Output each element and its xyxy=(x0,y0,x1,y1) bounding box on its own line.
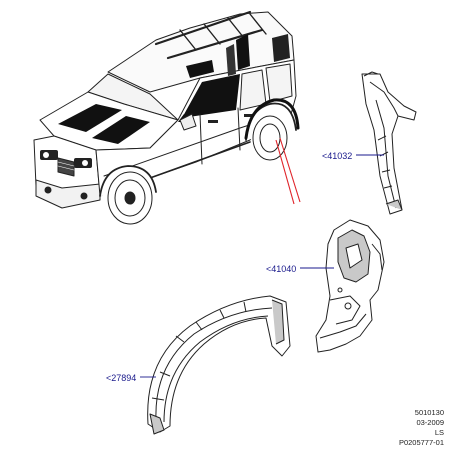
callout-27894[interactable]: <27894 xyxy=(106,373,137,383)
vehicle-illustration xyxy=(33,10,300,225)
diagram-date: 03-2009 xyxy=(416,418,444,427)
callout-41040[interactable]: <41040 xyxy=(266,264,297,274)
part-41032-illustration xyxy=(361,71,417,215)
part-41040-illustration xyxy=(315,219,385,353)
part-27894-illustration xyxy=(147,295,291,435)
highlight-leader-lines xyxy=(275,137,301,205)
callout-41032[interactable]: <41032 xyxy=(322,151,353,161)
diagram-model: LS xyxy=(434,428,444,437)
diagram-code: 5010130 xyxy=(414,408,444,417)
callout-leaders xyxy=(140,154,384,378)
diagram-reference: P0205777-01 xyxy=(398,438,444,447)
